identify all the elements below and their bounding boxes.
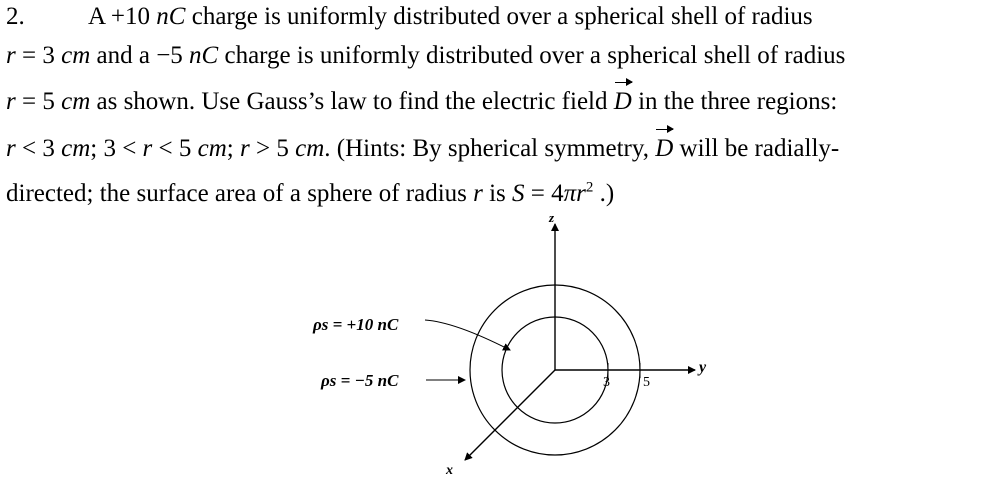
text-segment: will be radially- — [673, 135, 840, 162]
text-segment: = 5 — [15, 88, 55, 115]
text-segment: charge is uniformly distributed over a s… — [218, 42, 846, 69]
text-segment: is — [482, 180, 513, 207]
pi-r: πr — [563, 180, 586, 207]
axis-label-x: x — [445, 463, 453, 478]
text-segment: ; 3 < — [90, 135, 143, 162]
variable-r: r — [6, 88, 16, 115]
variable-r: r — [240, 135, 250, 162]
text-segment: in the three regions: — [631, 88, 838, 115]
text-segment: .) — [593, 180, 615, 207]
problem-line-1: A +10 nC charge is uniformly distributed… — [88, 2, 813, 32]
variable-s: S — [512, 180, 525, 207]
variable-r: r — [142, 135, 153, 162]
unit: cm — [61, 135, 91, 162]
text-segment: = 3 — [15, 42, 55, 69]
text-segment: directed; the surface area of a sphere o… — [6, 180, 474, 207]
x-axis — [464, 369, 556, 461]
tick-label-3: 3 — [603, 375, 610, 390]
text-segment: A +10 — [88, 3, 151, 30]
unit: cm — [61, 42, 91, 69]
exponent: 2 — [585, 179, 594, 196]
label-inner-charge: ρs = −5 nC — [320, 371, 399, 390]
unit: cm — [61, 88, 91, 115]
axis-label-y: y — [697, 359, 707, 376]
pointer-arrow-outer — [424, 319, 511, 351]
problem-line-4: r < 3 cm; 3 < r < 5 cm; r > 5 cm. (Hints… — [6, 125, 840, 164]
text-segment: > 5 — [249, 135, 289, 162]
label-outer-charge: ρs = +10 nC — [312, 315, 399, 334]
variable-r: r — [473, 180, 483, 207]
vector-d: D — [655, 125, 675, 162]
unit: cm — [197, 135, 227, 162]
axis-label-z: z — [548, 210, 555, 225]
text-segment: = 4 — [524, 180, 564, 207]
variable-r: r — [6, 135, 16, 162]
text-segment: as shown. Use Gauss’s law to find the el… — [90, 88, 614, 115]
vector-d: D — [613, 78, 633, 115]
text-segment: < 3 — [15, 135, 55, 162]
problem-line-2: r = 3 cm and a −5 nC charge is uniformly… — [6, 41, 845, 71]
unit: nC — [156, 3, 186, 30]
unit: cm — [295, 135, 325, 162]
problem-line-5: directed; the surface area of a sphere o… — [6, 179, 614, 209]
text-segment: ; — [226, 135, 240, 162]
problem-number: 2. — [6, 3, 25, 30]
text-segment: and a −5 — [90, 42, 183, 69]
text-segment: . (Hints: By spherical symmetry, — [324, 135, 656, 162]
unit: nC — [189, 42, 219, 69]
problem-line-3: r = 5 cm as shown. Use Gauss’s law to fi… — [6, 78, 838, 117]
tick-label-5: 5 — [643, 375, 650, 390]
text-segment: charge is uniformly distributed over a s… — [185, 3, 813, 30]
variable-r: r — [6, 42, 16, 69]
text-segment: < 5 — [152, 135, 192, 162]
